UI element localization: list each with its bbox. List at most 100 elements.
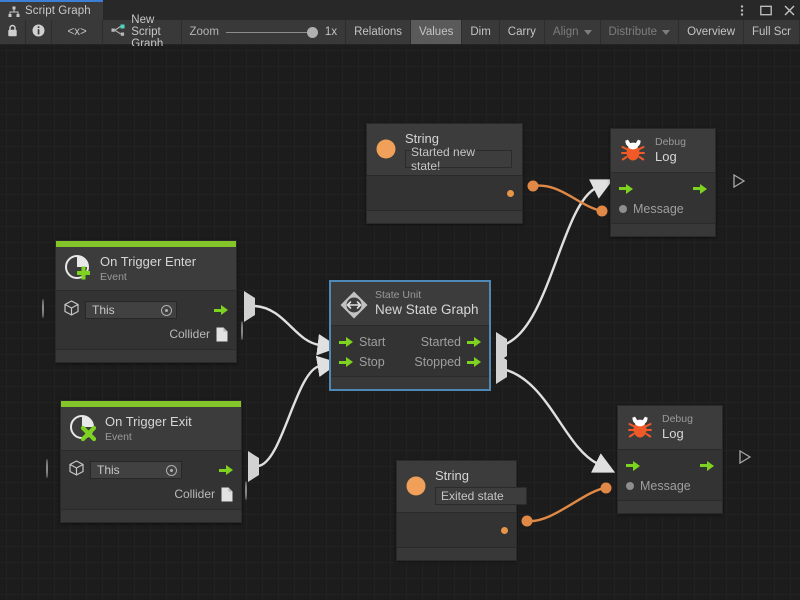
node-string-bottom[interactable]: String Exited state [396,460,527,561]
zoom-slider-knob[interactable] [306,26,318,38]
node-string-top[interactable]: String Started new state! [366,123,523,224]
trigger-exit-collider-output-port[interactable] [245,481,247,500]
row-left[interactable]: Stop [339,355,385,369]
overview-button[interactable]: Overview [679,20,745,44]
debug-log-bottom-flow-output-port[interactable] [728,450,751,475]
string-output-port-icon[interactable] [507,190,514,198]
trigger-exit-flow-output-port[interactable] [248,451,259,482]
row-right[interactable] [214,305,228,316]
state-unit-stopped-output-port[interactable] [496,353,507,384]
string-value-field[interactable]: Started new state! [405,145,512,173]
object-picker-icon[interactable] [161,304,172,316]
node-header[interactable]: String Started new state! [367,124,522,176]
trigger-exit-target-input-port[interactable] [46,459,48,478]
distribute-dropdown[interactable]: Distribute [601,20,680,44]
kebab-menu-icon[interactable] [735,4,748,17]
node-header[interactable]: String Exited state [397,461,527,513]
window-buttons [735,0,796,20]
align-dropdown[interactable]: Align [545,20,601,44]
node-header[interactable]: On Trigger Exit Event [61,407,241,451]
event-cross-icon [69,414,97,442]
row-left[interactable] [619,183,633,194]
node-body: Start Started Stop Stopped [331,326,489,377]
node-header[interactable]: Debug Log [611,129,715,173]
row-right[interactable]: Stopped [414,355,481,369]
flow-output-triangle-icon [244,291,255,322]
row-right[interactable] [700,460,714,471]
align-label: Align [552,26,579,38]
carry-button[interactable]: Carry [500,20,545,44]
zoom-slider[interactable] [225,26,318,38]
dim-button[interactable]: Dim [462,20,500,44]
row-left[interactable]: Message [619,202,684,216]
stop-input-arrow-icon[interactable] [339,357,353,368]
string-output-port-icon[interactable] [501,527,508,535]
row-right[interactable]: Started [421,335,481,349]
debug-log-top-flow-output-port[interactable] [722,174,745,199]
zoom-control[interactable]: Zoom 1x [182,20,347,44]
flow-output-triangle-icon [496,353,507,384]
node-state-unit[interactable]: State Unit New State Graph Start Started [330,281,490,391]
row-right[interactable] [507,190,514,198]
string-value-field[interactable]: Exited state [435,486,527,505]
row-right[interactable] [693,183,707,194]
target-object-field[interactable]: This [85,301,177,320]
info-button[interactable] [26,20,52,44]
node-title: String [435,468,469,483]
node-header[interactable]: State Unit New State Graph [331,282,489,327]
maximize-icon[interactable] [759,4,772,17]
node-header[interactable]: On Trigger Enter Event [56,247,236,291]
string-value-icon [375,138,397,160]
state-unit-icon [339,290,368,319]
flow-output-arrow-icon[interactable] [214,305,228,316]
row-right[interactable] [219,465,233,476]
message-input-port-icon[interactable] [626,481,634,490]
node-title: Log [662,426,684,442]
node-title-group: State Unit New State Graph [375,289,479,318]
fullscreen-button[interactable]: Full Scr [744,20,800,44]
flow-input-arrow-icon[interactable] [626,460,640,471]
node-on-trigger-enter[interactable]: On Trigger Enter Event This [55,240,237,363]
node-title: On Trigger Exit [105,414,192,429]
node-title-group: Debug Log [655,136,686,165]
node-debug-log-top[interactable]: Debug Log Message [610,128,716,237]
flow-input-arrow-icon[interactable] [619,183,633,194]
started-output-arrow-icon[interactable] [467,337,481,348]
row-right[interactable]: Collider [174,487,233,502]
trigger-enter-flow-output-port[interactable] [244,291,255,322]
row-left[interactable]: Start [339,335,385,349]
start-input-arrow-icon[interactable] [339,337,353,348]
object-picker-icon[interactable] [166,464,177,476]
row-left[interactable]: Message [626,479,691,493]
string-output-row [397,519,516,543]
code-view-button[interactable]: <x> [52,20,104,44]
script-graph-icon [111,24,125,40]
trigger-enter-collider-output-port[interactable] [241,321,243,340]
row-left[interactable]: This [64,299,177,321]
trigger-enter-target-input-port[interactable] [42,299,44,318]
close-icon[interactable] [783,4,796,17]
graph-name-group[interactable]: New Script Graph [103,14,182,50]
row-left[interactable]: This [69,459,182,481]
relations-button[interactable]: Relations [346,20,412,44]
gameobject-cube-icon [64,299,79,321]
node-debug-log-bottom[interactable]: Debug Log Message [617,405,723,514]
debug-log-flow-row [611,179,715,199]
flow-output-arrow-icon[interactable] [693,183,707,194]
node-on-trigger-exit[interactable]: On Trigger Exit Event This [60,400,242,523]
target-object-field[interactable]: This [90,461,182,480]
row-left[interactable] [626,460,640,471]
lock-button[interactable] [0,20,26,44]
row-right[interactable]: Collider [169,327,228,342]
message-input-port-icon[interactable] [619,204,627,213]
stopped-output-arrow-icon[interactable] [467,357,481,368]
flow-output-arrow-icon[interactable] [219,465,233,476]
node-header[interactable]: Debug Log [618,406,722,450]
graph-canvas[interactable]: String Started new state! [0,46,800,600]
tab-script-graph[interactable]: Script Graph [0,0,103,20]
flow-output-arrow-icon[interactable] [700,460,714,471]
values-button[interactable]: Values [411,20,463,44]
row-right[interactable] [501,527,508,535]
bug-icon [626,413,654,441]
tab-label: Script Graph [25,5,91,17]
